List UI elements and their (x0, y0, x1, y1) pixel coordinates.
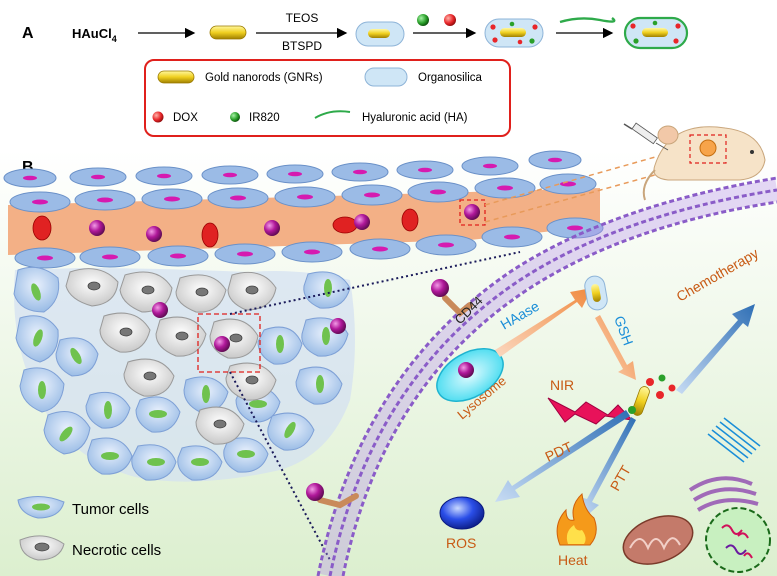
zoom-line-1 (484, 149, 681, 206)
legend-box: Gold nanorods (GNRs) Organosilica DOX IR… (144, 59, 511, 137)
legend-dox-icon (152, 111, 164, 123)
panel-b: B (0, 122, 777, 576)
ha-coated-particle-icon (623, 16, 689, 50)
nanoparticles-in-tumor (152, 302, 346, 352)
cd44-receptor-top (431, 279, 473, 318)
legend-ha-icon (314, 110, 351, 119)
legend-organosilica-label: Organosilica (418, 72, 483, 84)
red-blood-cells (32, 208, 419, 248)
nir-label: NIR (550, 377, 574, 393)
ros-label: ROS (446, 535, 476, 551)
legend-necrotic-label: Necrotic cells (72, 542, 161, 559)
heat-label: Heat (558, 552, 588, 568)
cd44-receptor-bottom (306, 483, 359, 509)
dox-bead-icon (444, 14, 456, 26)
syringe-icon (623, 122, 669, 151)
haase-arrow (495, 288, 592, 357)
gsh-arrow (595, 315, 636, 380)
ros-icon (439, 496, 485, 530)
necrotic-cell-legend: Necrotic cells (19, 535, 161, 561)
legend-dox-label: DOX (173, 112, 198, 124)
legend-ir820-label: IR820 (249, 112, 280, 124)
ha-strand-icon (559, 17, 616, 24)
mitochondrion-icon (622, 515, 694, 565)
panel-a-letter: A (22, 25, 34, 42)
flame-icon (556, 492, 597, 546)
ptt-arrow (580, 417, 636, 520)
endothelial-layer-top (3, 150, 597, 213)
step1-top-label: TEOS (286, 11, 319, 25)
precursor-label: HAuCl4 (72, 26, 117, 44)
step1-bottom-label: BTSPD (282, 39, 322, 53)
panel-b-letter: B (22, 159, 34, 176)
chemotherapy-arrow (676, 304, 755, 394)
zoom-box-vessel (459, 199, 486, 226)
zoom-line-2 (484, 167, 681, 223)
legend-ir820-icon (230, 112, 240, 122)
legend-gnr-label: Gold nanorods (GNRs) (205, 72, 323, 84)
pdt-arrow (495, 410, 630, 502)
nucleus-icon (705, 507, 771, 573)
legend-gnr-icon (157, 70, 195, 84)
mouse-icon (642, 125, 766, 201)
panel-a: A HAuCl4 TEOS BTSPD (22, 11, 689, 137)
zoom-box-tumor (197, 313, 261, 373)
endothelial-layer-bottom (14, 217, 604, 269)
tumor-tissue (13, 266, 355, 482)
ir820-bead-icon (417, 14, 429, 26)
gold-core-icon (368, 29, 390, 38)
cell-membrane (316, 176, 777, 576)
legend-tumor-label: Tumor cells (72, 501, 149, 518)
released-nanoparticle-icon (584, 275, 608, 311)
golgi-apparatus-icon (688, 476, 759, 512)
tumor-cell-legend: Tumor cells (17, 496, 149, 519)
active-gold-nanorod-icon (628, 374, 676, 416)
zoom-line-4 (229, 371, 331, 561)
lysosome (436, 348, 504, 402)
loaded-particle-icon (484, 18, 544, 48)
nanoparticles-in-vessel (89, 204, 480, 242)
gold-nanorod-icon (209, 25, 247, 40)
legend-organosilica-icon (364, 67, 408, 87)
legend-ha-label: Hyaluronic acid (HA) (362, 112, 468, 124)
microtubule-bundle-icon (707, 417, 761, 463)
